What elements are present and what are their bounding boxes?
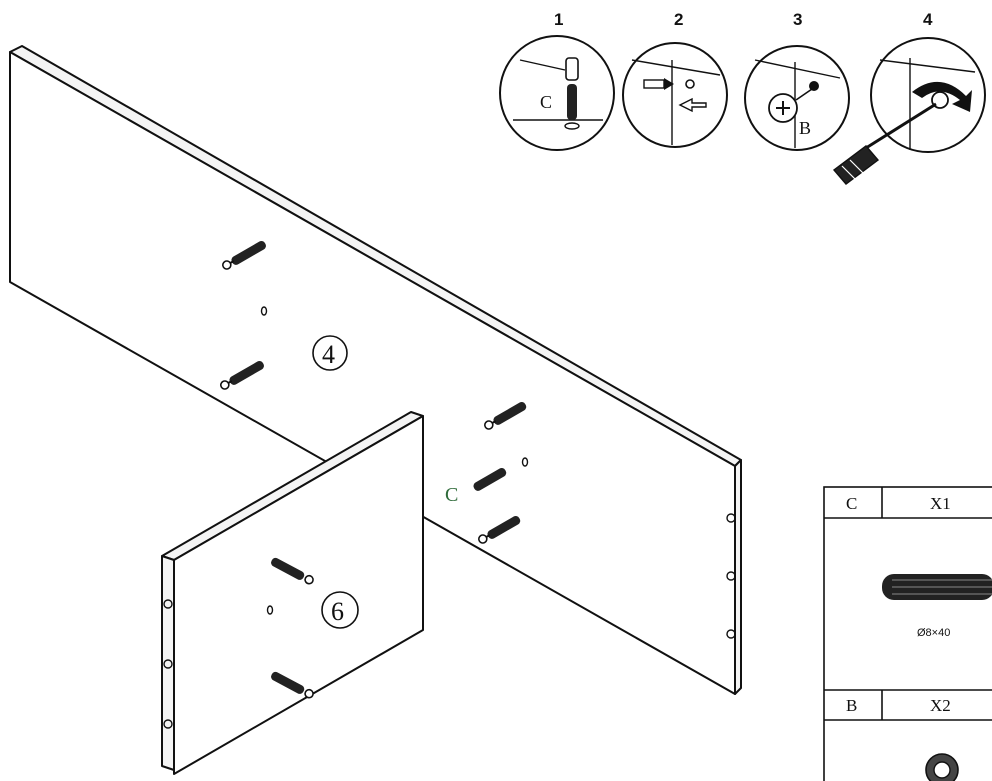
panel-top-badge bbox=[312, 335, 348, 371]
panel-side-badge bbox=[321, 591, 359, 629]
step-4: 4 bbox=[832, 10, 986, 185]
step-4-number: 4 bbox=[923, 10, 933, 29]
screw-icon bbox=[643, 79, 665, 89]
panel-side-label: 6 bbox=[331, 597, 344, 626]
dowel bbox=[222, 241, 266, 270]
table-b-qty: X2 bbox=[930, 696, 951, 715]
dowel bbox=[478, 516, 521, 544]
dowel bbox=[473, 468, 507, 491]
step-1-letter: C bbox=[540, 92, 552, 112]
dowel-letter: C bbox=[445, 484, 458, 506]
panel-top: 4 bbox=[9, 45, 742, 695]
cam-pin-icon bbox=[565, 57, 579, 81]
screwdriver-icon bbox=[832, 145, 880, 185]
panel-top-label: 4 bbox=[322, 340, 335, 369]
dowel-icon bbox=[567, 84, 577, 120]
arrow-icon bbox=[678, 97, 707, 113]
table-c-qty: X1 bbox=[930, 494, 951, 513]
step-2: 2 bbox=[622, 10, 728, 148]
step-2-number: 2 bbox=[674, 10, 683, 29]
cam-lock-icon bbox=[925, 753, 959, 781]
step-1: 1 C bbox=[499, 10, 615, 151]
dowel-icon bbox=[882, 574, 992, 600]
step-3-letter: B bbox=[799, 118, 811, 138]
dowel bbox=[271, 671, 314, 699]
step-3-number: 3 bbox=[793, 10, 802, 29]
step-1-number: 1 bbox=[554, 10, 563, 29]
rotate-arrow-icon bbox=[912, 81, 972, 112]
dowel bbox=[271, 557, 314, 585]
panel-side: 6 bbox=[161, 411, 424, 775]
step-3: 3 B bbox=[744, 10, 850, 151]
parts-table: C X1 Ø8×40 B X2 bbox=[823, 486, 992, 781]
table-c-letter: C bbox=[846, 494, 857, 513]
table-b-letter: B bbox=[846, 696, 857, 715]
dowel bbox=[484, 402, 527, 430]
table-c-spec: Ø8×40 bbox=[917, 627, 950, 639]
dowel bbox=[220, 361, 264, 390]
